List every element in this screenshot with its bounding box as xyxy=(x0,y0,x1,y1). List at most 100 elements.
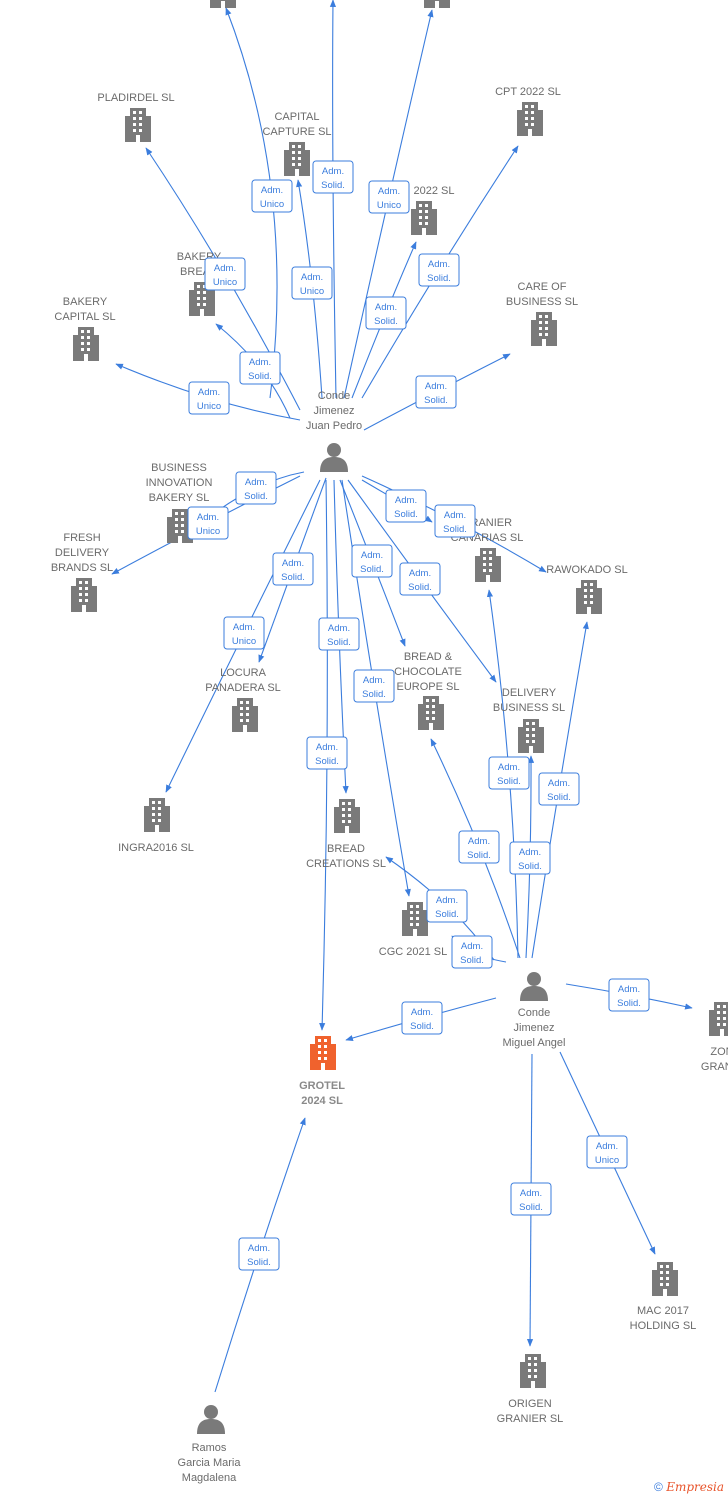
relation-role-text: Solid. xyxy=(435,909,459,920)
relation-badge-p1-top_left_offscreen[interactable]: Adm.Unico xyxy=(251,179,293,213)
relation-role-text: Unico xyxy=(213,277,237,288)
relation-badge-p2-rawokado[interactable]: Adm.Solid. xyxy=(538,772,580,806)
relation-role-text: Adm. xyxy=(361,550,383,561)
relation-role-text: Adm. xyxy=(233,622,255,633)
footer-branding[interactable]: © Empresia xyxy=(654,1480,724,1494)
company-name: RAWOKADO SL xyxy=(546,564,628,576)
relation-badge-p1-ingra2016[interactable]: Adm.Unico xyxy=(223,616,265,650)
building-icon xyxy=(144,798,170,832)
company-name: 2022 SL xyxy=(414,185,455,197)
relation-role-text: Adm. xyxy=(468,836,490,847)
relation-role-text: Adm. xyxy=(548,778,570,789)
relation-badge-p1-cpt2022[interactable]: Adm.Solid. xyxy=(418,253,460,287)
relation-role-text: Solid. xyxy=(327,637,351,648)
relation-role-text: Adm. xyxy=(411,1007,433,1018)
relation-badge-p1-bakery_capital[interactable]: Adm.Unico xyxy=(188,381,230,415)
company-name: INNOVATION xyxy=(146,477,213,489)
company-name: CAPITAL xyxy=(274,111,319,123)
company-top_left_offscreen[interactable] xyxy=(210,0,236,8)
relation-badge-p2-delivery_business[interactable]: Adm.Solid. xyxy=(509,841,551,875)
company-pladirdel[interactable]: PLADIRDEL SL xyxy=(97,92,175,142)
relation-badge-p1-business_innovation[interactable]: Adm.Solid. xyxy=(235,471,277,505)
company-x2022[interactable]: 2022 SL xyxy=(411,185,454,235)
person-name: Magdalena xyxy=(182,1472,237,1484)
building-icon xyxy=(73,327,99,361)
company-cgc2021[interactable]: CGC 2021 SL xyxy=(379,902,447,958)
relation-badge-p3-grotel[interactable]: Adm.Solid. xyxy=(238,1237,280,1271)
building-icon xyxy=(310,1036,336,1070)
company-name: CHOCOLATE xyxy=(394,666,462,678)
relation-badge-p1-rawokado[interactable]: Adm.Solid. xyxy=(385,489,427,523)
relation-badge-p1-top_left_offscreen[interactable]: Adm.Solid. xyxy=(312,160,354,194)
building-icon xyxy=(71,578,97,612)
relation-badge-p1-delivery_business[interactable]: Adm.Solid. xyxy=(399,562,441,596)
building-icon xyxy=(418,696,444,730)
building-icon xyxy=(284,142,310,176)
relation-role-text: Solid. xyxy=(518,861,542,872)
company-ingra2016[interactable]: INGRA2016 SL xyxy=(118,798,194,854)
relation-role-text: Solid. xyxy=(362,689,386,700)
relation-role-text: Solid. xyxy=(497,776,521,787)
relation-badge-p2-grotel[interactable]: Adm.Solid. xyxy=(401,1001,443,1035)
company-name: 2024 SL xyxy=(301,1095,343,1107)
relation-badge-p2-mac2017[interactable]: Adm.Unico xyxy=(586,1135,628,1169)
company-cpt2022[interactable]: CPT 2022 SL xyxy=(495,86,561,136)
company-name: GRANIER SL xyxy=(497,1413,564,1425)
relation-role-text: Solid. xyxy=(315,756,339,767)
relation-badge-p1-top_right_offscreen[interactable]: Adm.Unico xyxy=(368,180,410,214)
relation-badge-p1-x2022[interactable]: Adm.Solid. xyxy=(365,296,407,330)
relation-badge-p1-bakery_bread[interactable]: Adm.Solid. xyxy=(239,351,281,385)
relation-role-text: Solid. xyxy=(248,371,272,382)
relation-role-text: Solid. xyxy=(394,509,418,520)
relation-badge-p1-grotel[interactable]: Adm.Solid. xyxy=(306,736,348,770)
relation-badge-p1-locura[interactable]: Adm.Solid. xyxy=(272,552,314,586)
company-zon_granier[interactable]: ZONGRANIE xyxy=(701,1002,728,1073)
relation-role-text: Solid. xyxy=(321,180,345,191)
relation-badge-p2-cgc2021[interactable]: Adm.Solid. xyxy=(451,935,493,969)
company-name: GRANIE xyxy=(701,1061,728,1073)
relation-badge-p1-care_business[interactable]: Adm.Solid. xyxy=(415,375,457,409)
relation-badge-p1-granier_canarias[interactable]: Adm.Solid. xyxy=(434,504,476,538)
relation-badge-p2-origen_granier[interactable]: Adm.Solid. xyxy=(510,1182,552,1216)
company-name: BUSINESS SL xyxy=(493,702,565,714)
person-icon xyxy=(520,972,548,1001)
building-icon xyxy=(520,1354,546,1388)
relation-badge-p1-cgc2021[interactable]: Adm. Solid. xyxy=(353,669,395,703)
relation-role-text: Adm. xyxy=(409,568,431,579)
person-icon xyxy=(320,443,348,472)
relation-badge-p2-zon_granier[interactable]: Adm.Solid. xyxy=(608,978,650,1012)
relation-badge-p2-granier_canarias[interactable]: Adm.Solid. xyxy=(488,756,530,790)
company-name: INGRA2016 SL xyxy=(118,842,194,854)
relation-badge-p2-bread_chocolate[interactable]: Adm.Solid. xyxy=(458,830,500,864)
relation-badge-p1-bread_chocolate[interactable]: Adm.Solid. xyxy=(351,544,393,578)
person-name: Ramos xyxy=(192,1442,227,1454)
relation-role-text: Adm. xyxy=(214,263,236,274)
relation-badge-p2-bread_creations[interactable]: Adm.Solid. xyxy=(426,889,468,923)
company-top_right_offscreen[interactable] xyxy=(424,0,450,8)
relation-role-text: Adm. xyxy=(363,675,385,686)
relation-badge-p1-capital_capture[interactable]: Adm.Unico xyxy=(291,266,333,300)
relation-role-text: Adm. xyxy=(245,477,267,488)
relation-badge-p1-pladirdel[interactable]: Adm. Unico xyxy=(204,257,246,291)
relation-badge-p1-bread_creations[interactable]: Adm.Solid. xyxy=(318,617,360,651)
company-name: EUROPE SL xyxy=(397,681,460,693)
company-rawokado[interactable]: RAWOKADO SL xyxy=(546,564,628,614)
company-name: BAKERY xyxy=(63,296,108,308)
company-name: BUSINESS SL xyxy=(506,296,578,308)
relation-badge-p1-fresh_delivery[interactable]: Adm.Unico xyxy=(187,506,229,540)
